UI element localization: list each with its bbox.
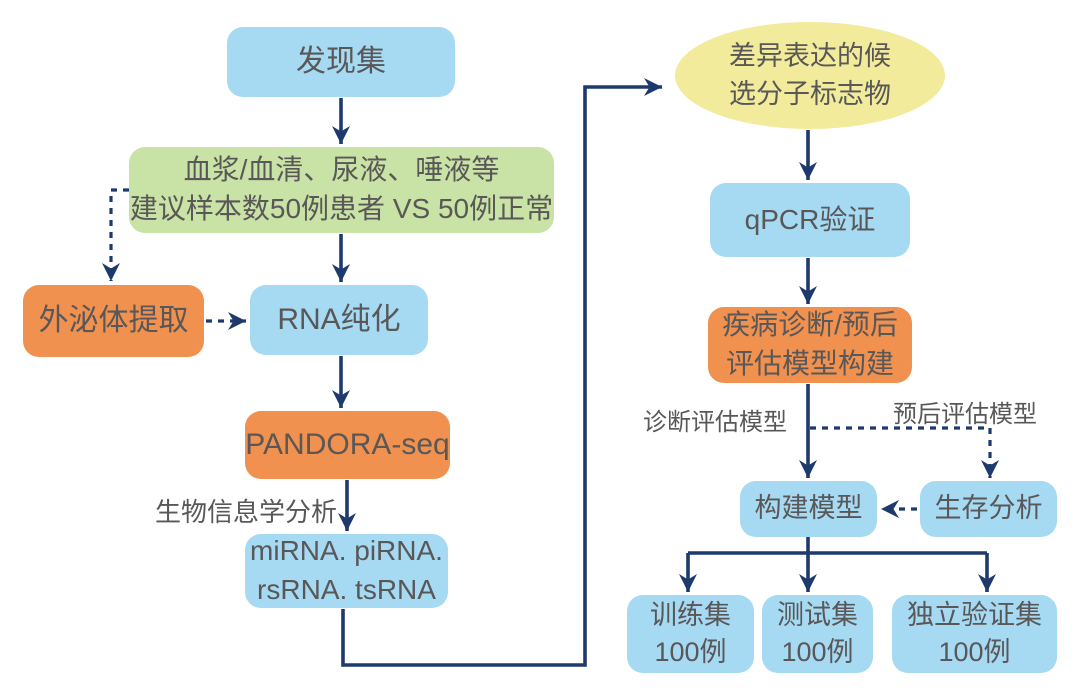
- node-test-set: 测试集 100例: [762, 595, 873, 673]
- node-model-construction: 疾病诊断/预后 评估模型构建: [708, 307, 912, 383]
- node-model-construction-line2: 评估模型构建: [725, 348, 894, 379]
- node-training-set-line1: 训练集: [650, 599, 731, 630]
- dashed-arrow-prognosis-to-survival: [810, 426, 999, 478]
- label-diagnosis-model: 诊断评估模型: [643, 409, 787, 436]
- node-pandora-seq-label: PANDORA-seq: [245, 428, 450, 462]
- node-model-construction-line1: 疾病诊断/预后: [722, 309, 898, 341]
- arrow-rnatypes-to-markers: [341, 78, 662, 667]
- node-build-model: 构建模型: [740, 481, 877, 537]
- node-rna-types-line2: rsRNA. tsRNA: [257, 574, 436, 605]
- node-qpcr-validation: qPCR验证: [710, 183, 910, 257]
- node-survival-analysis: 生存分析: [920, 481, 1057, 537]
- label-bioinformatics-analysis: 生物信息学分析: [155, 497, 338, 527]
- node-rna-purification: RNA纯化: [250, 285, 428, 355]
- node-rna-types-line1: miRNA. piRNA.: [250, 535, 443, 567]
- node-training-set: 训练集 100例: [627, 595, 754, 673]
- node-survival-analysis-label: 生存分析: [934, 493, 1043, 524]
- node-validation-set-line2: 100例: [938, 637, 1011, 667]
- dashed-arrow-sample-to-exosome: [102, 188, 129, 281]
- node-discovery-set-label: 发现集: [296, 45, 386, 79]
- node-build-model-label: 构建模型: [754, 493, 863, 524]
- node-qpcr-validation-label: qPCR验证: [744, 203, 876, 235]
- node-sample-info: 血浆/血清、尿液、唾液等 建议样本数50例患者 VS 50例正常: [129, 147, 554, 233]
- node-sample-info-line1: 血浆/血清、尿液、唾液等: [183, 154, 500, 186]
- node-test-set-line2: 100例: [781, 637, 854, 667]
- node-discovery-set: 发现集: [227, 27, 455, 97]
- node-candidate-markers: 差异表达的候 选分子标志物: [675, 22, 945, 129]
- node-validation-set: 独立验证集 100例: [892, 595, 1057, 673]
- node-exosome-extraction-label: 外泌体提取: [38, 304, 189, 338]
- node-exosome-extraction: 外泌体提取: [23, 285, 204, 357]
- node-test-set-line1: 测试集: [777, 599, 858, 630]
- node-rna-purification-label: RNA纯化: [277, 303, 401, 337]
- node-sample-info-line2: 建议样本数50例患者 VS 50例正常: [129, 193, 554, 224]
- node-training-set-line2: 100例: [654, 637, 727, 667]
- node-candidate-markers-line1: 差异表达的候: [729, 41, 891, 72]
- label-prognosis-model: 预后评估模型: [893, 401, 1037, 428]
- node-rna-types: miRNA. piRNA. rsRNA. tsRNA: [245, 534, 448, 608]
- node-pandora-seq: PANDORA-seq: [245, 411, 450, 479]
- branch-build-to-sets: [679, 537, 996, 592]
- node-validation-set-line1: 独立验证集: [907, 599, 1042, 630]
- node-candidate-markers-line2: 选分子标志物: [729, 78, 891, 109]
